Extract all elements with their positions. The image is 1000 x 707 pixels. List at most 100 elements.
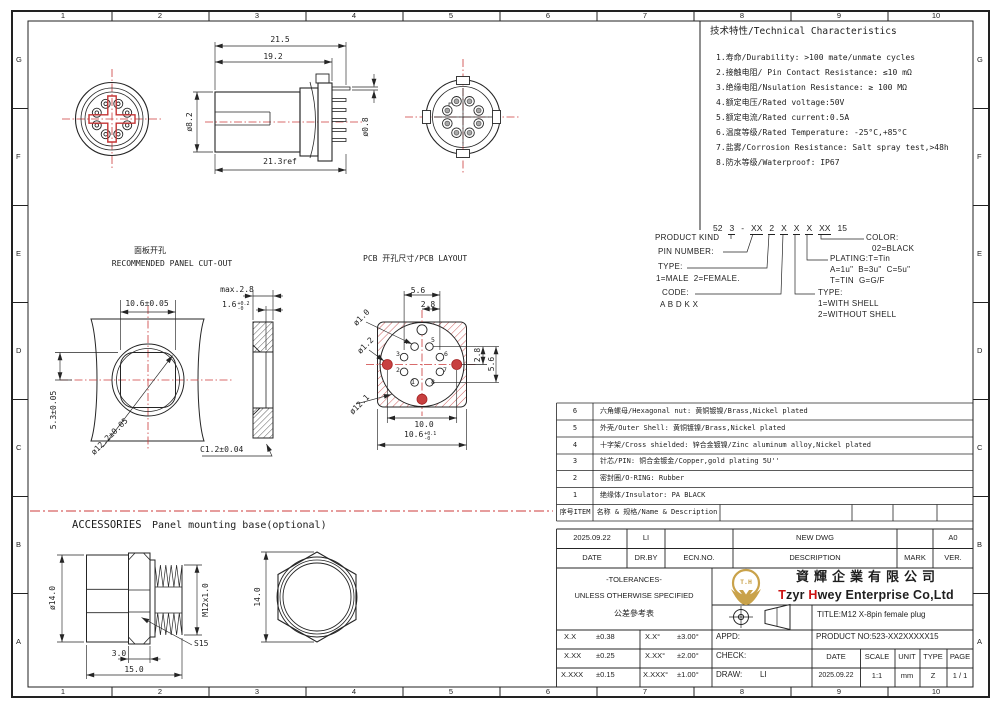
grid-col-label: 10 <box>931 11 941 20</box>
acc-dim-dia-14: ø14.0 <box>47 585 57 611</box>
company-name-en: Tzyr Hwey Enterprise Co,Ltd <box>778 588 954 602</box>
v2-type: Z <box>930 671 936 680</box>
tol-row-value-deg: ±1.00° <box>677 670 699 679</box>
ordering-product-kind: PRODUCT KIND <box>655 233 720 242</box>
bom-item-desc: 针芯/PIN: 铜合金镀金/Copper,gold plating 5U'' <box>600 457 780 465</box>
bom-footer-desc: 名称 & 规格/Name & Description <box>596 508 718 516</box>
header-ecn: ECN.NO. <box>683 553 715 562</box>
front-face-view <box>62 69 162 169</box>
pcb-dim-10-0: 10.0 <box>414 420 434 429</box>
rev-description: NEW DWG <box>796 533 834 542</box>
grid-col-label: 1 <box>60 687 66 696</box>
third-angle-projection-icon <box>729 603 791 631</box>
draw-label: DRAW: <box>716 670 743 679</box>
company-en-rest: wey Enterprise Co,Ltd <box>817 588 954 602</box>
v2-date: 2025.09.22 <box>818 672 854 679</box>
grid-row-label: C <box>16 443 22 452</box>
panel-cutout-title-cn: 面板开孔 <box>134 246 166 255</box>
ordering-type-label: TYPE: <box>658 262 683 271</box>
bom-item-no: 4 <box>572 441 578 449</box>
bom-item-desc: 密封圈/O-RING: Rubber <box>600 474 685 482</box>
product-no: PRODUCT NO:523-XX2XXXXX15 <box>816 632 939 641</box>
x-coding-cross <box>88 95 136 143</box>
grid-col-label: 9 <box>836 687 842 696</box>
ordering-color-label: COLOR: <box>866 233 899 242</box>
dim-5-3: 5.3±0.05 <box>48 390 58 430</box>
code-part: X <box>805 223 814 235</box>
pcb-dim-10-6-tol-lower: -0 <box>424 436 431 443</box>
grid-col-label: 5 <box>448 11 454 20</box>
tol-row-value-deg: ±2.00° <box>677 651 699 660</box>
pcb-dim-10-6: 10.6+0.1-0 <box>404 430 436 443</box>
h2-date: DATE <box>826 652 846 661</box>
pcb-dim-10-6-value: 10.6 <box>404 430 424 439</box>
company-en-initial-t: T <box>778 588 787 602</box>
ordering-type-values: 1=MALE 2=FEMALE. <box>656 274 740 283</box>
pcb-pin-number: 4 <box>404 338 408 346</box>
rev-version: A0 <box>948 533 958 542</box>
bom-item-no: 2 <box>572 474 578 482</box>
pin-holes <box>399 342 445 387</box>
accessories-subtitle: Panel mounting base(optional) <box>152 520 327 531</box>
header-drby: DR.BY <box>634 553 658 562</box>
rev-by: LI <box>642 533 650 542</box>
tech-item: 2.接触电阻/ Pin Contact Resistance: ≤10 mΩ <box>716 68 912 77</box>
tol-row-label: X.X <box>564 632 577 641</box>
company-en-initial-h: H <box>808 588 818 602</box>
panel-cutout-view <box>55 290 283 457</box>
acc-dim-m12: M12x1.0 <box>200 583 210 617</box>
ordering-plating-line2: A=1u" B=3u" C=5u" <box>830 265 911 274</box>
dim-1-6-tol-upper: +0.2 <box>237 301 250 307</box>
company-logo-icon <box>731 568 761 605</box>
dim-dia-8-2: ø8.2 <box>184 112 194 132</box>
dim-21-3ref: 21.3ref <box>263 157 297 166</box>
code-part: 52 <box>713 223 723 233</box>
tech-item: 8.防水等级/Waterproof: IP67 <box>716 158 840 167</box>
bom-table-lines <box>556 402 973 522</box>
grid-col-label: 4 <box>351 687 357 696</box>
grid-row-label: D <box>16 346 22 355</box>
grid-col-label: 6 <box>545 11 551 20</box>
rev-date: 2025.09.22 <box>573 533 611 542</box>
tech-item: 6.温度等级/Rated Temperature: -25°C,+85°C <box>716 128 907 137</box>
tol-row-value: ±0.38 <box>596 632 615 641</box>
bom-item-desc: 六角螺母/Hexagonal nut: 黄铜镀镍/Brass,Nickel pl… <box>600 407 808 415</box>
ordering-code-values: A B D K X <box>660 300 699 309</box>
header-description: DESCRIPTION <box>789 553 841 562</box>
bom-item-desc: 绝缘体/Insulator: PA BLACK <box>600 491 706 499</box>
dim-max-2-8: max.2.8 <box>220 285 254 294</box>
tech-characteristics-title: 技术特性/Technical Characteristics <box>710 26 897 37</box>
bom-item-no: 5 <box>572 424 578 432</box>
side-view <box>193 42 378 174</box>
ordering-plating-label: PLATING:T=Tin <box>830 254 891 263</box>
ordering-plating-line3: T=TIN G=G/F <box>830 276 885 285</box>
pcb-pin-number: 6 <box>444 350 448 358</box>
grid-col-label: 2 <box>157 687 163 696</box>
grid-row-label: G <box>16 55 22 64</box>
tech-item: 3.绝缘电阻/Nsulation Resistance: ≥ 100 MΩ <box>716 83 907 92</box>
header-date: DATE <box>582 553 602 562</box>
grid-col-label: 7 <box>642 687 648 696</box>
grid-row-label: C <box>977 443 983 452</box>
logo-th-text: T.H <box>740 578 752 586</box>
tech-item: 1.寿命/Durability: >100 mate/unmate cycles <box>716 53 916 62</box>
ordering-pin-number: PIN NUMBER: <box>658 247 714 256</box>
grid-row-label: F <box>16 152 21 161</box>
drawing-title: TITLE:M12 X-8pin female plug <box>817 610 926 619</box>
tolerances-line2: UNLESS OTHERWISE SPECIFIED <box>574 591 694 600</box>
ordering-code: 52 3 - XX 2 X X X XX 15 <box>712 223 848 235</box>
grid-col-label: 8 <box>739 687 745 696</box>
pcb-dim-2-8-top: 2.8 <box>420 300 436 309</box>
grid-col-label: 3 <box>254 11 260 20</box>
tolerances-line3: 公差參考表 <box>614 609 654 618</box>
acc-dim-15-0: 15.0 <box>124 665 144 674</box>
code-part: 3 <box>728 223 736 235</box>
tol-row-label-deg: X.XX° <box>645 651 666 660</box>
ordering-color-value: 02=BLACK <box>872 244 915 253</box>
grid-row-label: A <box>977 637 983 646</box>
grid-row-label: D <box>977 346 983 355</box>
tolerances-line1: -TOLERANCES- <box>606 575 662 584</box>
bom-footer-item: 序号ITEM <box>559 508 591 516</box>
code-part: XX <box>750 223 764 235</box>
